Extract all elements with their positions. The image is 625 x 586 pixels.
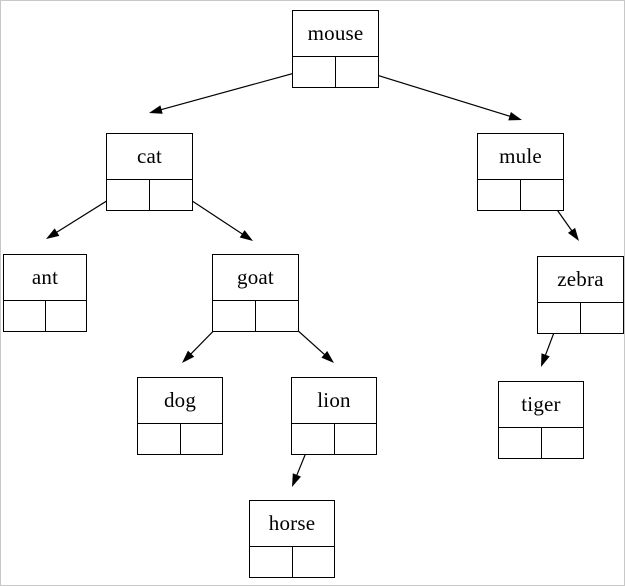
- node-pointers-goat: [213, 301, 298, 331]
- left-pointer-cell-dog: [138, 424, 181, 454]
- right-pointer-cell-tiger: [542, 428, 584, 458]
- node-pointers-mouse: [293, 57, 378, 87]
- tree-node-lion: lion: [291, 377, 377, 455]
- node-label-dog: dog: [138, 378, 222, 424]
- left-pointer-cell-mule: [478, 180, 521, 210]
- right-pointer-cell-dog: [181, 424, 223, 454]
- right-pointer-cell-ant: [46, 301, 87, 331]
- node-pointers-tiger: [499, 428, 583, 458]
- node-pointers-zebra: [538, 303, 623, 333]
- left-pointer-cell-horse: [250, 547, 293, 577]
- right-pointer-cell-zebra: [581, 303, 623, 333]
- node-label-horse: horse: [250, 501, 334, 547]
- right-pointer-cell-mule: [521, 180, 563, 210]
- node-pointers-ant: [4, 301, 86, 331]
- node-pointers-lion: [292, 424, 376, 454]
- left-pointer-cell-tiger: [499, 428, 542, 458]
- node-label-ant: ant: [4, 255, 86, 301]
- left-pointer-cell-cat: [107, 180, 150, 210]
- tree-node-dog: dog: [137, 377, 223, 455]
- tree-node-goat: goat: [212, 254, 299, 332]
- tree-node-horse: horse: [249, 500, 335, 578]
- left-pointer-cell-lion: [292, 424, 335, 454]
- edge-mouse-to-cat: [149, 67, 314, 114]
- left-pointer-cell-ant: [4, 301, 46, 331]
- node-label-mouse: mouse: [293, 11, 378, 57]
- edge-mouse-to-mule: [353, 67, 522, 121]
- right-pointer-cell-horse: [293, 547, 335, 577]
- tree-node-cat: cat: [106, 133, 193, 211]
- left-pointer-cell-mouse: [293, 57, 336, 87]
- node-pointers-cat: [107, 180, 192, 210]
- right-pointer-cell-cat: [150, 180, 192, 210]
- node-label-goat: goat: [213, 255, 298, 301]
- tree-node-tiger: tiger: [498, 381, 584, 459]
- tree-node-mule: mule: [477, 133, 564, 211]
- node-label-lion: lion: [292, 378, 376, 424]
- node-pointers-dog: [138, 424, 222, 454]
- node-label-cat: cat: [107, 134, 192, 180]
- tree-node-ant: ant: [3, 254, 87, 332]
- node-label-mule: mule: [478, 134, 563, 180]
- left-pointer-cell-goat: [213, 301, 256, 331]
- node-label-tiger: tiger: [499, 382, 583, 428]
- right-pointer-cell-mouse: [336, 57, 378, 87]
- node-label-zebra: zebra: [538, 257, 623, 303]
- left-pointer-cell-zebra: [538, 303, 581, 333]
- right-pointer-cell-lion: [335, 424, 377, 454]
- tree-node-mouse: mouse: [292, 10, 379, 88]
- node-pointers-mule: [478, 180, 563, 210]
- tree-node-zebra: zebra: [537, 256, 624, 334]
- node-pointers-horse: [250, 547, 334, 577]
- right-pointer-cell-goat: [256, 301, 298, 331]
